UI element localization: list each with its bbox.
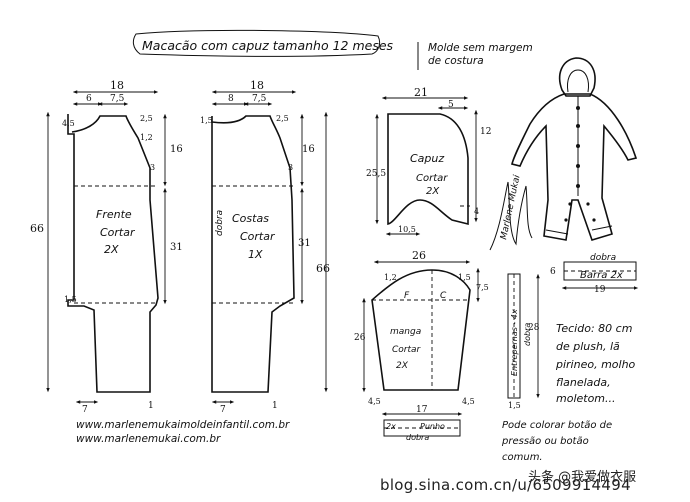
url-1: www.marlenemukaimoldeinfantil.com.br bbox=[76, 419, 290, 431]
sleeve-cap-left: 1,2 bbox=[384, 273, 397, 282]
note-line-5: moletom... bbox=[556, 392, 616, 405]
back-upper: 16 bbox=[302, 144, 315, 155]
back-total: 66 bbox=[316, 262, 330, 275]
page-title: Macacão com capuz tamanho 12 meses bbox=[142, 38, 394, 53]
note-line-2: de plush, lã bbox=[556, 340, 620, 353]
back-fold: dobra bbox=[215, 210, 225, 236]
strip-width: 1,5 bbox=[508, 401, 521, 410]
hood-side: 12 bbox=[480, 127, 491, 137]
front-armhole: 1,2 bbox=[140, 133, 153, 142]
garment-illustration bbox=[511, 57, 638, 241]
hood-width: 21 bbox=[414, 86, 428, 99]
bar-label: Barra 2x bbox=[580, 270, 623, 281]
back-lower: 31 bbox=[298, 238, 311, 249]
hood-label-1: Capuz bbox=[410, 152, 444, 165]
cuff-fold: dobra bbox=[406, 433, 429, 442]
back-label-2: Cortar bbox=[240, 230, 276, 243]
bar-height: 6 bbox=[550, 267, 556, 277]
bar-fold: dobra bbox=[590, 253, 616, 263]
front-label-1: Frente bbox=[96, 208, 132, 221]
hood-label-3: 2X bbox=[426, 186, 440, 197]
url-2: www.marlenemukai.com.br bbox=[76, 433, 221, 445]
back-side-small: 3 bbox=[288, 163, 293, 172]
bar-width: 19 bbox=[594, 285, 606, 295]
sleeve-label-3: 2X bbox=[396, 361, 409, 371]
back-label-3: 1X bbox=[248, 248, 263, 261]
sleeve-bottom-left: 4,5 bbox=[368, 397, 381, 406]
front-lower: 31 bbox=[170, 242, 183, 253]
hood-piece: Capuz Cortar 2X 21 5 25,5 12 10,5 4 bbox=[366, 86, 491, 236]
back-leg: 7 bbox=[220, 405, 226, 415]
strip-height: 28 bbox=[528, 323, 540, 333]
front-neck: 6 bbox=[86, 94, 92, 104]
note-line-3: pirineo, molho bbox=[555, 358, 636, 371]
hood-top: 5 bbox=[448, 100, 454, 110]
front-top-drop: 4,5 bbox=[62, 119, 75, 128]
front-piece: Frente Cortar 2X 18 6 7,5 4,5 2,5 1,2 66… bbox=[30, 79, 183, 415]
sleeve-bottom-right: 4,5 bbox=[462, 397, 475, 406]
sleeve-cap-right: 1,5 bbox=[458, 273, 471, 282]
sleeve-label-1: manga bbox=[390, 327, 421, 337]
back-label-1: Costas bbox=[232, 212, 269, 225]
strip-label: Entrepernas - 4x bbox=[510, 309, 519, 376]
back-shoulder-drop: 2,5 bbox=[276, 114, 289, 123]
back-neck: 8 bbox=[228, 94, 234, 104]
back-width: 18 bbox=[250, 79, 264, 92]
sleeve-height: 26 bbox=[354, 333, 366, 343]
hood-height: 25,5 bbox=[366, 169, 386, 179]
cuff-label-1: 2x bbox=[386, 422, 396, 431]
cuff-width: 17 bbox=[416, 405, 428, 415]
front-upper: 16 bbox=[170, 144, 183, 155]
note2-line-2: pressão ou botão bbox=[501, 436, 589, 447]
front-side-small: 3 bbox=[150, 163, 155, 172]
front-hip: 1,5 bbox=[64, 295, 77, 304]
back-top-drop: 1,5 bbox=[200, 116, 213, 125]
subtitle-line-2: de costura bbox=[428, 55, 484, 67]
sleeve-label-2: Cortar bbox=[392, 345, 422, 355]
cuff-label-2: Punho bbox=[420, 422, 445, 431]
strip-fold: dobra bbox=[523, 323, 532, 346]
front-width: 18 bbox=[110, 79, 124, 92]
back-shoulder: 7,5 bbox=[252, 94, 267, 104]
note-line-1: Tecido: 80 cm bbox=[556, 322, 632, 335]
front-shoulder: 7,5 bbox=[110, 94, 125, 104]
front-leg: 7 bbox=[82, 405, 88, 415]
front-label-3: 2X bbox=[104, 243, 119, 256]
note2-line-1: Pode colorar botão de bbox=[502, 420, 612, 431]
hood-label-2: Cortar bbox=[416, 173, 448, 184]
note-line-4: flanelada, bbox=[556, 376, 611, 389]
sleeve-c: C bbox=[440, 291, 447, 301]
sleeve-f: F bbox=[404, 291, 410, 301]
note2-line-3: comum. bbox=[502, 452, 543, 463]
front-hem: 1 bbox=[148, 401, 154, 411]
subtitle-line-1: Molde sem margem bbox=[428, 42, 533, 54]
title-frame bbox=[132, 29, 381, 57]
hood-bottom-a: 10,5 bbox=[398, 225, 416, 234]
signature-mark bbox=[489, 181, 533, 251]
sleeve-piece: F C manga Cortar 2X 26 1,2 1,5 7,5 26 4,… bbox=[354, 249, 489, 442]
sleeve-width: 26 bbox=[412, 249, 426, 262]
front-shoulder-drop: 2,5 bbox=[140, 114, 153, 123]
watermark-url: blog.sina.com.cn/u/6509914494 bbox=[380, 476, 631, 494]
back-hem: 1 bbox=[272, 401, 278, 411]
front-total: 66 bbox=[30, 222, 44, 235]
back-piece: dobra Costas Cortar 1X 18 8 7,5 1,5 2,5 … bbox=[200, 79, 330, 415]
front-label-2: Cortar bbox=[100, 226, 136, 239]
strip-piece: Entrepernas - 4x dobra 28 1,5 bbox=[507, 273, 540, 410]
hood-bottom-b: 4 bbox=[474, 207, 479, 216]
watermark-source: 头条 @我爱做衣服 bbox=[528, 470, 637, 485]
sleeve-cap-h: 7,5 bbox=[476, 283, 489, 292]
bar-piece: dobra Barra 2x 6 19 bbox=[550, 253, 639, 295]
